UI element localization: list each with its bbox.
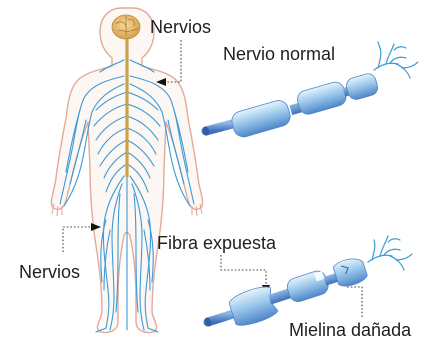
human-body-figure [51,8,202,333]
brain-icon [112,15,140,39]
label-nerves-left: Nervios [19,262,80,282]
label-nerves-top: Nervios [150,17,211,37]
leader-exposed-fiber [221,255,266,285]
label-exposed-fiber: Fibra expuesta [157,233,276,253]
leader-nerves-left [63,227,91,252]
label-normal-nerve: Nervio normal [223,44,335,64]
label-damaged-myelin: Mielina dañada [289,320,411,340]
